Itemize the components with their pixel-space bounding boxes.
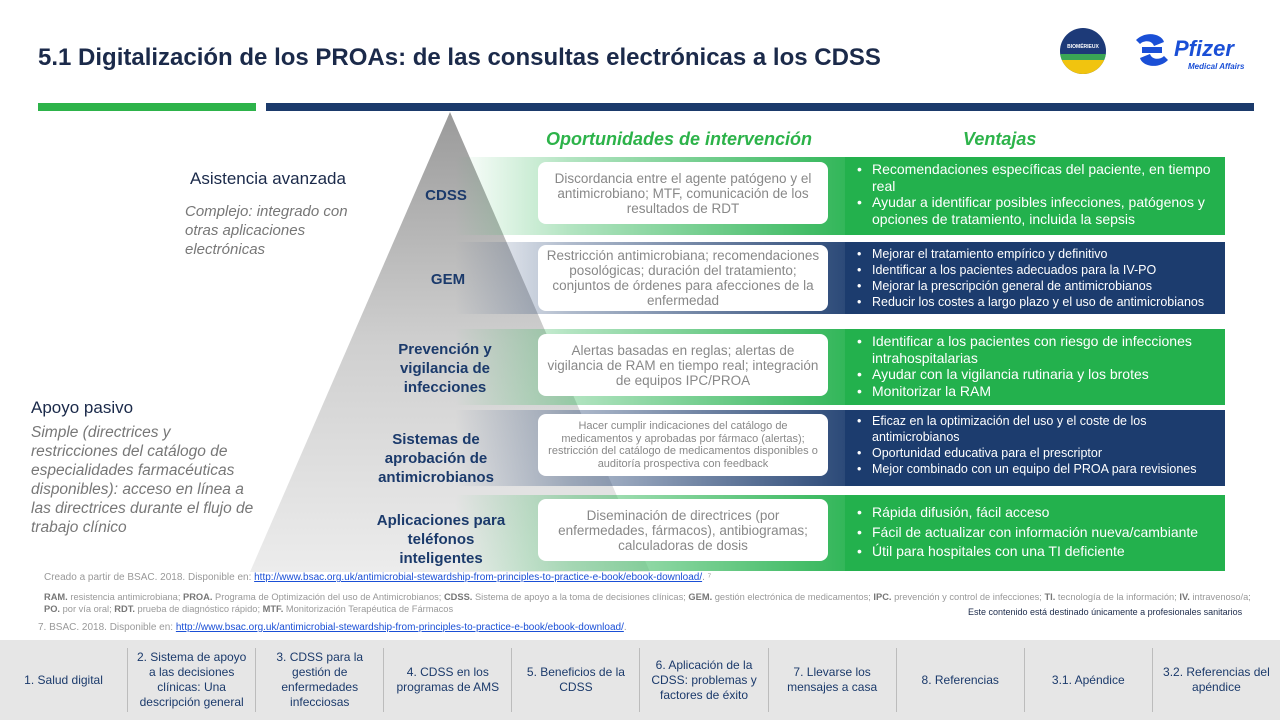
advantage-item: Oportunidad educativa para el prescripto…: [855, 445, 1215, 461]
bsac-link[interactable]: http://www.bsac.org.uk/antimicrobial-ste…: [254, 572, 703, 583]
nav-item-8[interactable]: 8. Referencias: [897, 648, 1025, 712]
tier-label-cdss: CDSS: [425, 187, 467, 204]
abbr-value: intravenoso/a;: [1189, 592, 1251, 602]
abbr-value: Monitorización Terapéutica de Fármacos: [283, 604, 454, 614]
advantages-box-approval: Eficaz en la optimización del uso y el c…: [845, 410, 1225, 486]
section-nav: 1. Salud digital 2. Sistema de apoyo a l…: [0, 640, 1280, 720]
pfizer-sub: Medical Affairs: [1188, 62, 1245, 71]
advantage-item: Monitorizar la RAM: [855, 383, 1215, 400]
abbr-key: IPC.: [873, 592, 892, 602]
abbr-key: TI.: [1044, 592, 1056, 602]
biomerieux-logo-text: BIOMÉRIEUX: [1067, 44, 1099, 50]
tier-label-apps: Aplicaciones para teléfonos inteligentes: [376, 512, 506, 567]
abbreviations-note: RAM. resistencia antimicrobiana; PROA. P…: [44, 591, 1254, 615]
abbr-value: por vía oral;: [60, 604, 115, 614]
abbr-key: IV.: [1179, 592, 1190, 602]
nav-item-1[interactable]: 1. Salud digital: [0, 648, 129, 712]
advantage-item: Ayudar a identificar posibles infeccione…: [855, 194, 1215, 227]
nav-item-4[interactable]: 4. CDSS en los programas de AMS: [384, 648, 513, 712]
abbr-value: tecnología de la información;: [1055, 592, 1180, 602]
advantage-item: Identificar a los pacientes con riesgo d…: [855, 333, 1215, 366]
tier-label-prevention: Prevención y vigilancia de infecciones: [398, 341, 492, 396]
advantage-item: Útil para hospitales con una TI deficien…: [855, 542, 1215, 562]
advantages-box-prevention: Identificar a los pacientes con riesgo d…: [845, 329, 1225, 405]
advantage-item: Rápida difusión, fácil acceso: [855, 503, 1215, 523]
abbr-key: MTF.: [262, 604, 284, 614]
created-suffix: . ⁷: [702, 572, 712, 583]
abbr-value: gestión electrónica de medicamentos;: [712, 592, 874, 602]
advantage-item: Identificar a los pacientes adecuados pa…: [855, 262, 1215, 278]
abbr-value: resistencia antimicrobiana;: [67, 592, 183, 602]
reference-note: 7. BSAC. 2018. Disponible en: http://www…: [38, 622, 627, 633]
page-title: 5.1 Digitalización de los PROAs: de las …: [38, 44, 881, 71]
opportunity-box-approval: Hacer cumplir indicaciones del catálogo …: [538, 414, 828, 476]
header-divider-green: [38, 103, 256, 111]
passive-support-title: Apoyo pasivo: [31, 398, 134, 417]
abbr-key: PROA.: [183, 592, 213, 602]
advantage-item: Eficaz en la optimización del uso y el c…: [855, 413, 1215, 445]
nav-item-10[interactable]: 3.2. Referencias del apéndice: [1163, 665, 1270, 694]
reference-suffix: .: [623, 622, 627, 633]
abbr-key: RAM.: [44, 592, 68, 602]
biomerieux-logo: BIOMÉRIEUX: [1060, 28, 1106, 74]
nav-item-5[interactable]: 5. Beneficios de la CDSS: [512, 648, 641, 712]
advantage-item: Recomendaciones específicas del paciente…: [855, 161, 1215, 194]
abbr-value: prueba de diagnóstico rápido;: [134, 604, 263, 614]
advantage-item: Mejorar la prescripción general de antim…: [855, 278, 1215, 294]
abbr-key: CDSS.: [443, 592, 473, 602]
nav-item-2[interactable]: 2. Sistema de apoyo a las decisiones clí…: [128, 648, 257, 712]
header-divider-navy: [266, 103, 1254, 111]
pfizer-name: Pfizer: [1174, 36, 1234, 61]
created-from-note: Creado a partir de BSAC. 2018. Disponibl…: [44, 572, 711, 583]
abbr-value: prevención y control de infecciones;: [891, 592, 1045, 602]
passive-support-desc: Simple (directrices y restricciones del …: [31, 424, 254, 536]
abbr-value: Sistema de apoyo a la toma de decisiones…: [472, 592, 689, 602]
column-header-advantages: Ventajas: [963, 129, 1037, 149]
tier-label-gem: GEM: [430, 271, 466, 288]
abbr-key: GEM.: [688, 592, 713, 602]
advantage-item: Reducir los costes a largo plazo y el us…: [855, 294, 1215, 310]
tier-label-approval: Sistemas de aprobación de antimicrobiano…: [378, 431, 494, 486]
advanced-assistance-title: Asistencia avanzada: [190, 169, 346, 188]
advantage-item: Mejor combinado con un equipo del PROA p…: [855, 461, 1215, 477]
advantages-box-gem: Mejorar el tratamiento empírico y defini…: [845, 242, 1225, 314]
advanced-assistance-desc: Complejo: integrado con otras aplicacion…: [185, 203, 348, 258]
advantage-item: Ayudar con la vigilancia rutinaria y los…: [855, 366, 1215, 383]
nav-item-3[interactable]: 3. CDSS para la gestión de enfermedades …: [256, 648, 385, 712]
advantages-box-cdss: Recomendaciones específicas del paciente…: [845, 157, 1225, 235]
nav-item-6[interactable]: 6. Aplicación de la CDSS: problemas y fa…: [640, 648, 769, 712]
reference-prefix: 7. BSAC. 2018. Disponible en:: [38, 622, 176, 633]
pfizer-logo: Pfizer Medical Affairs: [1132, 30, 1252, 76]
abbr-key: RDT.: [114, 604, 135, 614]
created-prefix: Creado a partir de BSAC. 2018. Disponibl…: [44, 572, 255, 583]
pfizer-mark-icon: [1136, 34, 1168, 66]
opportunity-box-cdss: Discordancia entre el agente patógeno y …: [538, 162, 828, 224]
opportunity-box-prevention: Alertas basadas en reglas; alertas de vi…: [538, 334, 828, 396]
opportunity-box-apps: Diseminación de directrices (por enferme…: [538, 499, 828, 561]
advantage-item: Mejorar el tratamiento empírico y defini…: [855, 246, 1215, 262]
professional-notice: Este contenido está destinado únicamente…: [968, 607, 1243, 617]
advantage-item: Fácil de actualizar con información nuev…: [855, 523, 1215, 543]
abbr-value: Programa de Optimización del uso de Anti…: [212, 592, 444, 602]
nav-item-7[interactable]: 7. Llevarse los mensajes a casa: [769, 648, 897, 712]
opportunity-box-gem: Restricción antimicrobiana; recomendacio…: [538, 245, 828, 311]
abbr-key: PO.: [44, 604, 61, 614]
advantages-box-apps: Rápida difusión, fácil acceso Fácil de a…: [845, 495, 1225, 571]
reference-link[interactable]: http://www.bsac.org.uk/antimicrobial-ste…: [175, 622, 624, 633]
column-header-opportunities: Oportunidades de intervención: [546, 129, 813, 149]
nav-item-9[interactable]: 3.1. Apéndice: [1025, 648, 1153, 712]
